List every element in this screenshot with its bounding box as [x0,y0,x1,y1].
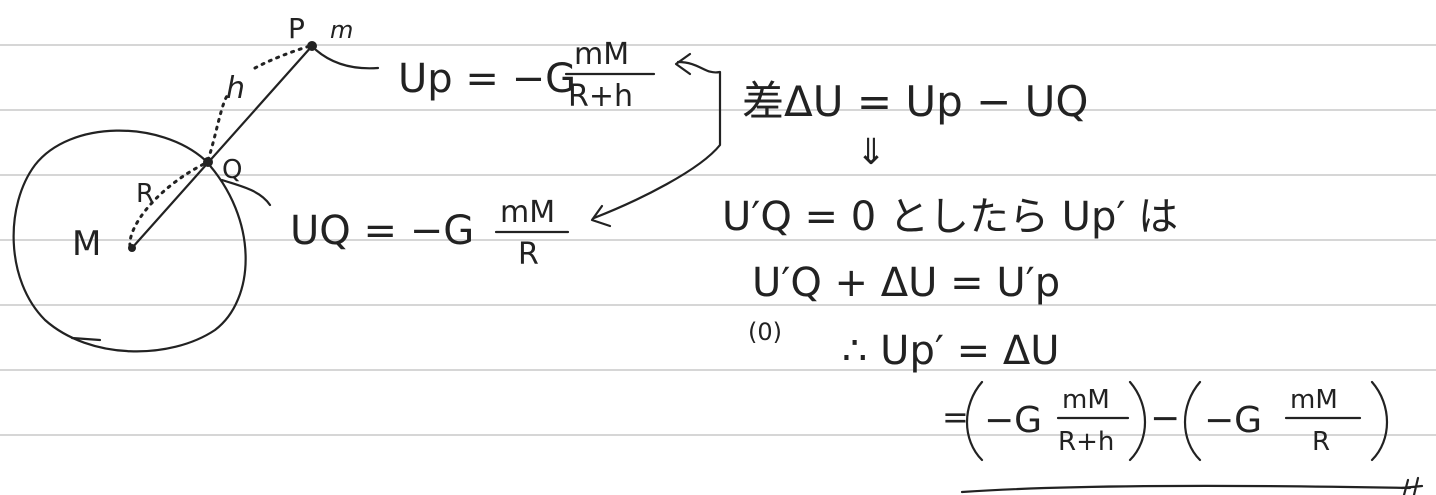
point-p-dot [307,41,317,51]
formula-up-denominator: R+h [568,79,633,114]
derivation: 差ΔU = Up − UQ ⇓ U′Q = 0 としたら Up′ は U′Q +… [722,77,1424,495]
final-den1: R+h [1058,427,1114,457]
earth-stroke-tail [70,336,102,342]
height-label: h [226,71,245,106]
mass-label: m [330,16,353,44]
final-num1: mM [1062,385,1110,415]
zero-note: (0) [748,318,782,346]
implies-arrow: ⇓ [856,132,886,173]
formula-uq-lhs: UQ = −G [290,208,474,254]
bracket-arrow-path [592,60,722,220]
formula-up-numerator: mM [574,37,629,72]
bottom-underline [960,484,1412,494]
arrowhead-to-uq [590,204,612,228]
q-leader [220,178,272,207]
radius-label: R [136,179,154,209]
sum-line: U′Q + ΔU = U′p [752,260,1060,306]
final-num2: mM [1290,385,1338,415]
difference-line: 差ΔU = Up − UQ [742,77,1088,126]
formula-up-lhs: Up = −G [398,56,576,102]
arrowhead-to-up [674,52,692,76]
paren-close-1 [1128,380,1147,462]
final-equals: = [942,398,969,436]
point-p-label: P [288,12,305,45]
paren-open-1 [965,380,984,462]
final-minus: − [1150,398,1180,439]
final-expression: = −G mM R+h − −G mM R [942,380,1389,462]
ruled-lines [0,44,1436,436]
final-g1: −G [984,400,1042,441]
formula-uq: UQ = −G mM R [290,195,570,272]
earth-diagram: M P m Q R h [12,12,380,353]
center-dot [128,244,136,252]
point-q-label: Q [222,155,242,185]
bracket-arrows [590,52,722,228]
earth-label: M [72,224,101,264]
formula-up: Up = −G mM R+h [398,37,656,114]
earth-circle [12,129,247,353]
bottom-mark [1400,476,1424,495]
point-q-dot [203,157,213,167]
paren-close-2 [1370,380,1389,462]
line-center-to-p [130,44,314,250]
formula-uq-numerator: mM [500,195,555,230]
final-g2: −G [1204,400,1262,441]
p-leader [314,48,380,70]
height-dotted [206,93,230,162]
paren-open-2 [1183,380,1202,462]
therefore-line: ∴ Up′ = ΔU [842,328,1060,374]
final-den2: R [1312,427,1330,457]
condition-line: U′Q = 0 としたら Up′ は [722,194,1178,240]
radius-dotted [128,160,210,248]
formula-uq-denominator: R [518,237,539,272]
